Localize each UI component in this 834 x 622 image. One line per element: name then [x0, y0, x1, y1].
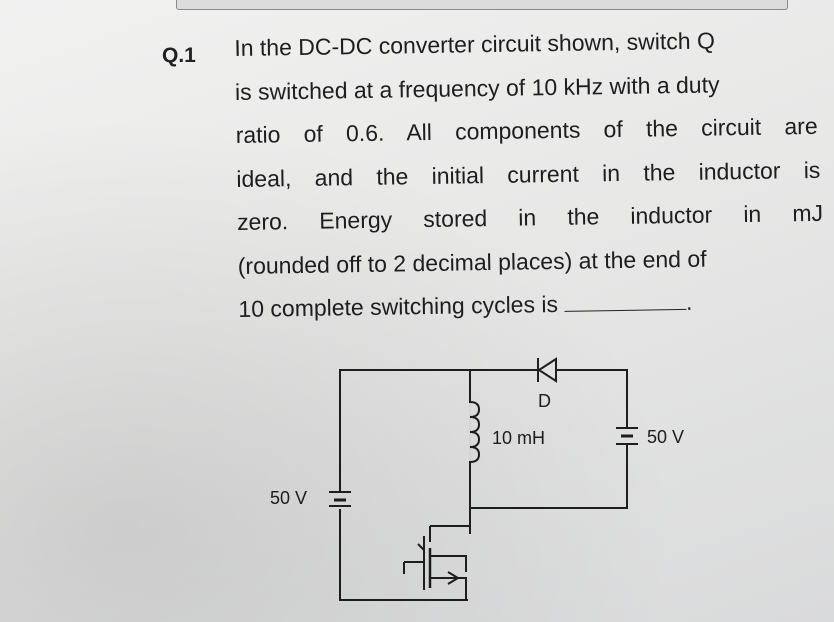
input-source-symbol — [329, 486, 351, 507]
diode-label: D — [538, 391, 551, 411]
output-source-symbol — [616, 427, 638, 445]
previous-question-box — [176, 0, 788, 10]
inductor-label: 10 mH — [492, 428, 546, 448]
question-number: Q.1 — [162, 44, 196, 67]
inductor-symbol — [469, 401, 481, 463]
wire — [555, 369, 628, 429]
mosfet-switch-symbol — [403, 525, 471, 600]
diode-symbol — [537, 357, 557, 383]
output-voltage-label: 50 V — [647, 427, 685, 447]
wire — [469, 443, 628, 509]
source-voltage-label: 50 V — [270, 488, 308, 508]
wire — [339, 509, 468, 601]
